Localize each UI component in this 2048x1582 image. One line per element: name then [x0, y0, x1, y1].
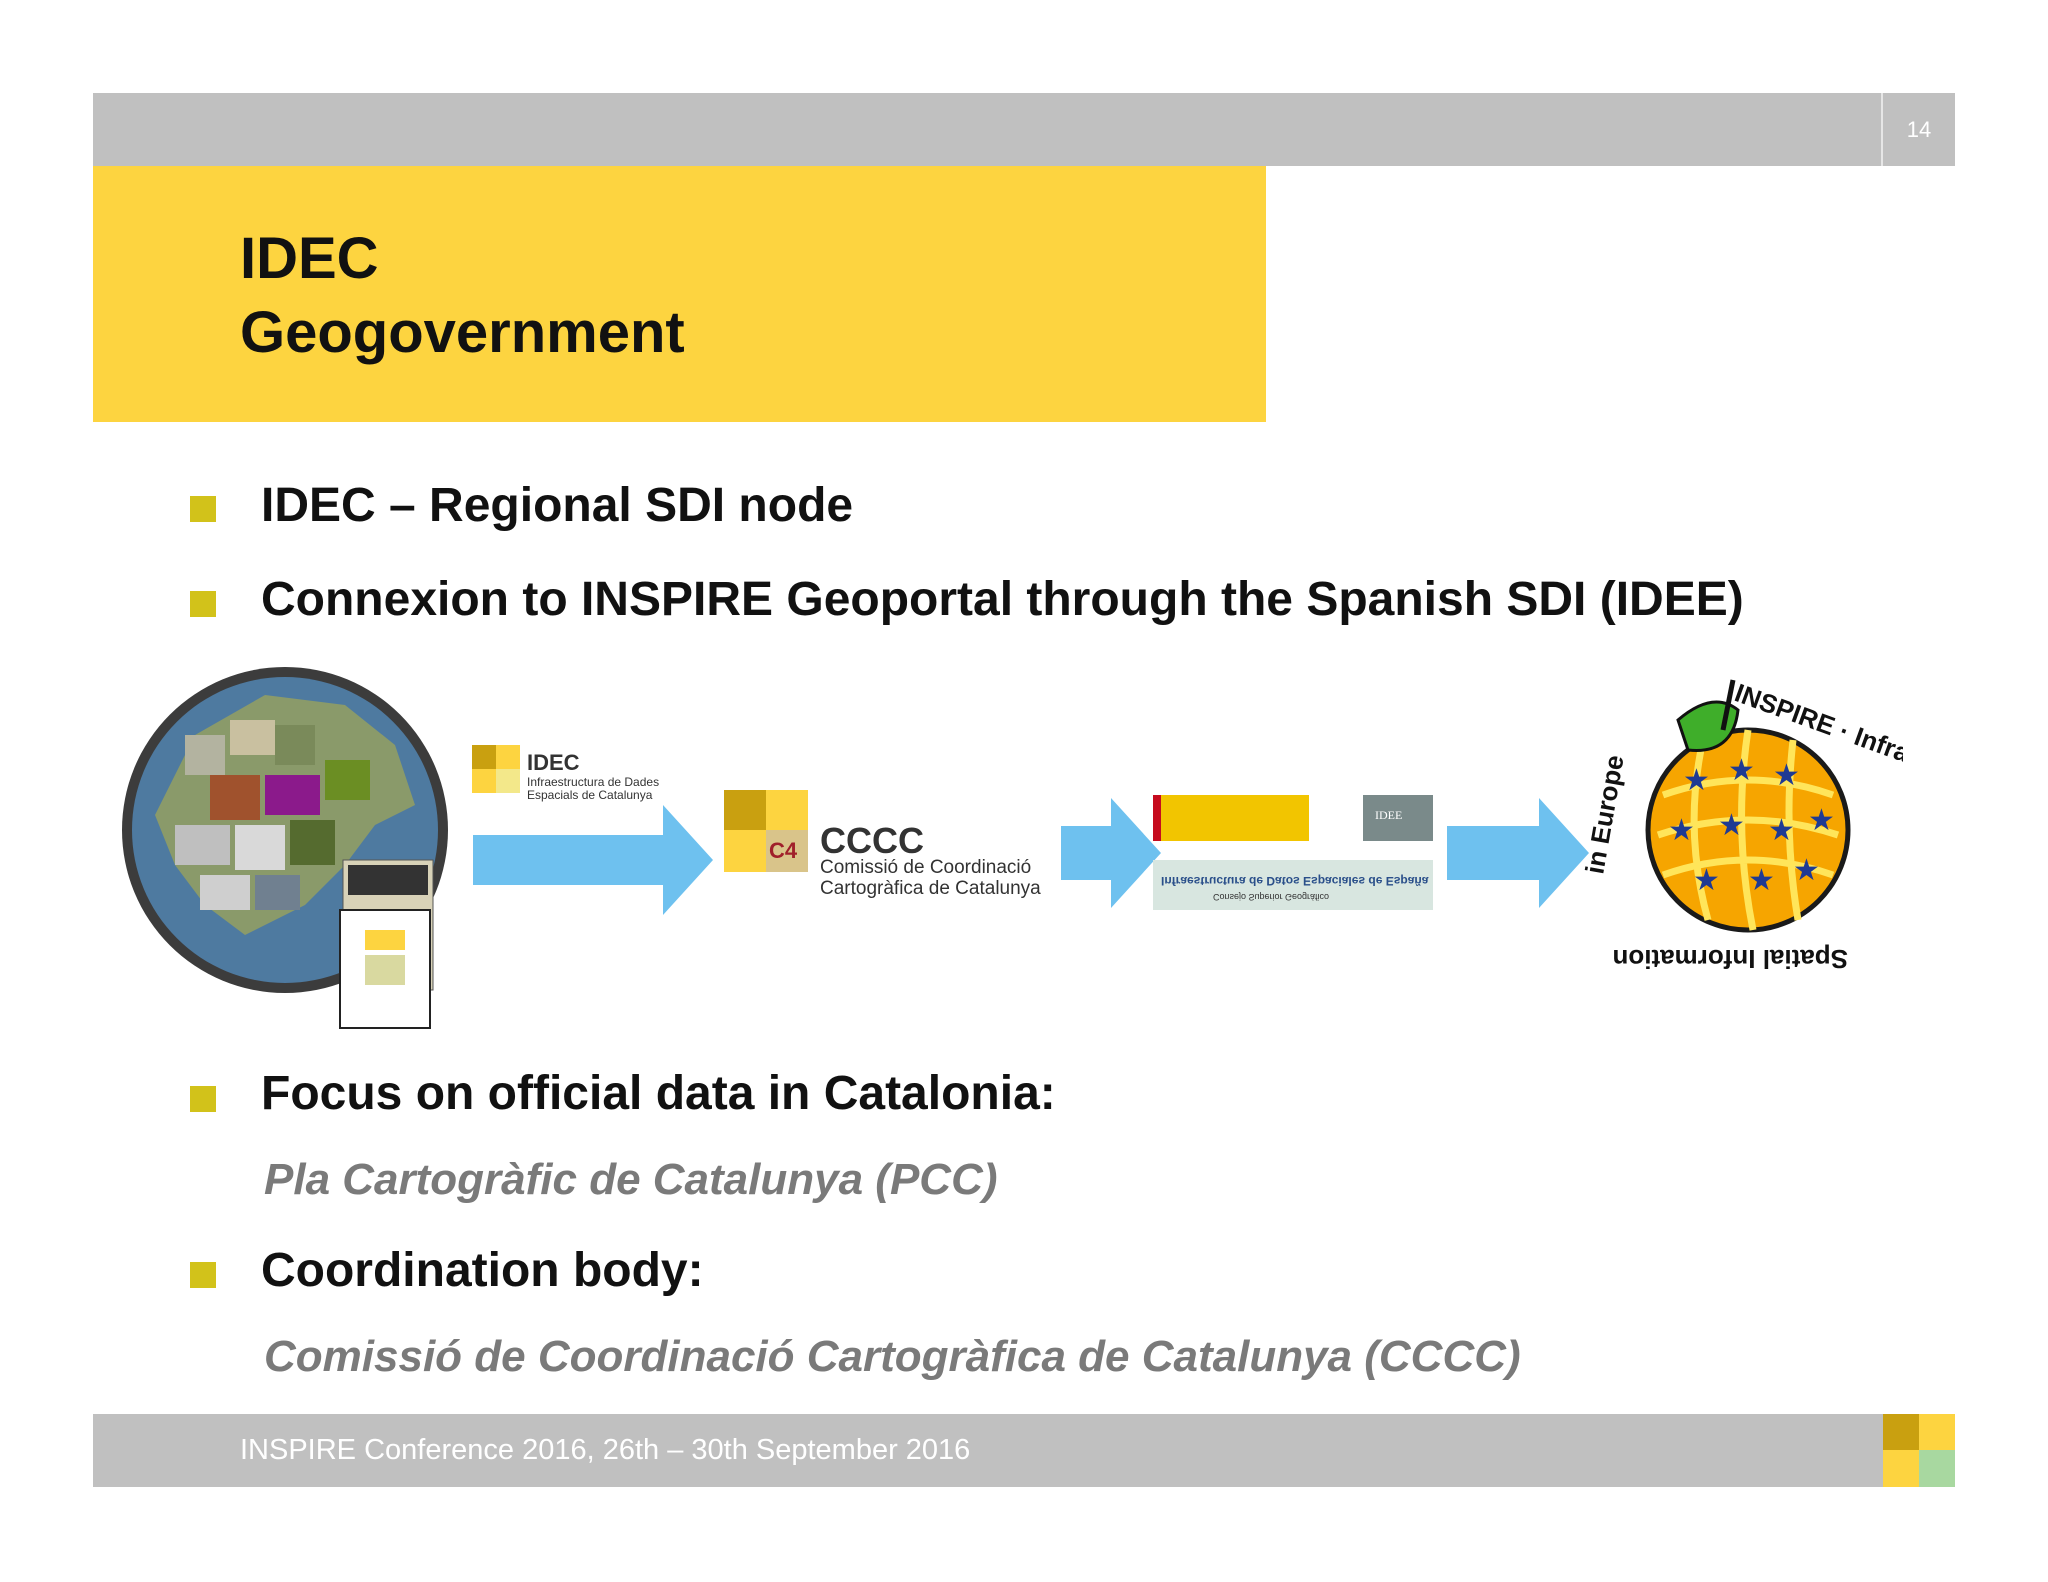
- bullet-text: Connexion to INSPIRE Geoportal through t…: [261, 573, 1744, 626]
- svg-text:★: ★: [1793, 854, 1820, 887]
- svg-text:★: ★: [1768, 814, 1795, 847]
- catalonia-map-collage: [122, 667, 448, 1029]
- footer-logo: [1883, 1414, 1955, 1487]
- slide-title-line-2: Geogovernment: [240, 300, 685, 365]
- cccc-logo-line2: Cartogràfica de Catalunya: [820, 878, 1041, 899]
- header-bar: [93, 93, 1955, 166]
- idec-logo-line1: Infraestructura de Dades: [527, 775, 660, 789]
- footer-bar: [93, 1414, 1955, 1487]
- idec-logo-line2: Espacials de Catalunya: [527, 788, 653, 802]
- svg-text:★: ★: [1773, 759, 1800, 792]
- svg-text:★: ★: [1748, 864, 1775, 897]
- footer-text: INSPIRE Conference 2016, 26th – 30th Sep…: [240, 1434, 971, 1466]
- flow-arrow: [1061, 798, 1161, 908]
- svg-text:★: ★: [1728, 754, 1755, 787]
- idee-banner: Infraestructura de Datos Espaciales de E…: [1153, 860, 1433, 910]
- title-block: [93, 166, 1266, 422]
- inspire-logo: ★ ★ ★ ★ ★ ★ ★ ★ ★ ★ INSPIRE · Infrastruc…: [1583, 677, 1903, 974]
- cccc-logo-line1: Comissió de Coordinació: [820, 857, 1032, 878]
- cccc-logo: C4 CCCC Comissió de Coordinació Cartogrà…: [724, 790, 1084, 899]
- cccc-logo-name: CCCC: [820, 820, 924, 861]
- svg-text:★: ★: [1668, 814, 1695, 847]
- bullet-subtext: Comissió de Coordinació Cartogràfica de …: [264, 1332, 1521, 1381]
- idee-badge: IDEE: [1363, 795, 1433, 841]
- bullet-marker: [190, 591, 216, 617]
- sdi-diagram: IDEC Infraestructura de Dades Espacials …: [115, 665, 1920, 1045]
- idec-logo-name: IDEC: [527, 750, 580, 775]
- inspire-logo-bottom: Spatial Information: [1613, 944, 1848, 974]
- bullet-marker: [190, 496, 216, 522]
- slide-title-line-1: IDEC: [240, 226, 379, 291]
- slide-number: 14: [1906, 117, 1932, 142]
- svg-text:★: ★: [1718, 809, 1745, 842]
- idee-logo: IDEE Infraestructura de Datos Espaciales…: [1153, 795, 1453, 925]
- bullet-marker: [190, 1086, 216, 1112]
- svg-text:★: ★: [1683, 764, 1710, 797]
- bullet-text: Focus on official data in Catalonia:: [261, 1067, 1056, 1120]
- inspire-logo-left: in Europe: [1583, 753, 1630, 876]
- svg-text:★: ★: [1808, 804, 1835, 837]
- bullet-text: IDEC – Regional SDI node: [261, 479, 854, 532]
- header-divider: [1881, 93, 1883, 166]
- flow-arrow: [473, 805, 713, 915]
- svg-text:★: ★: [1693, 864, 1720, 897]
- spain-ministry-banner: [1153, 795, 1309, 841]
- idec-logo: IDEC Infraestructura de Dades Espacials …: [472, 745, 682, 802]
- flow-arrow: [1447, 798, 1589, 908]
- bullet-marker: [190, 1262, 216, 1288]
- slide-title: IDEC Geogovernment: [240, 222, 1240, 370]
- cccc-badge: C4: [769, 838, 798, 863]
- bullet-subtext: Pla Cartogràfic de Catalunya (PCC): [264, 1155, 998, 1204]
- bullet-text: Coordination body:: [261, 1244, 704, 1297]
